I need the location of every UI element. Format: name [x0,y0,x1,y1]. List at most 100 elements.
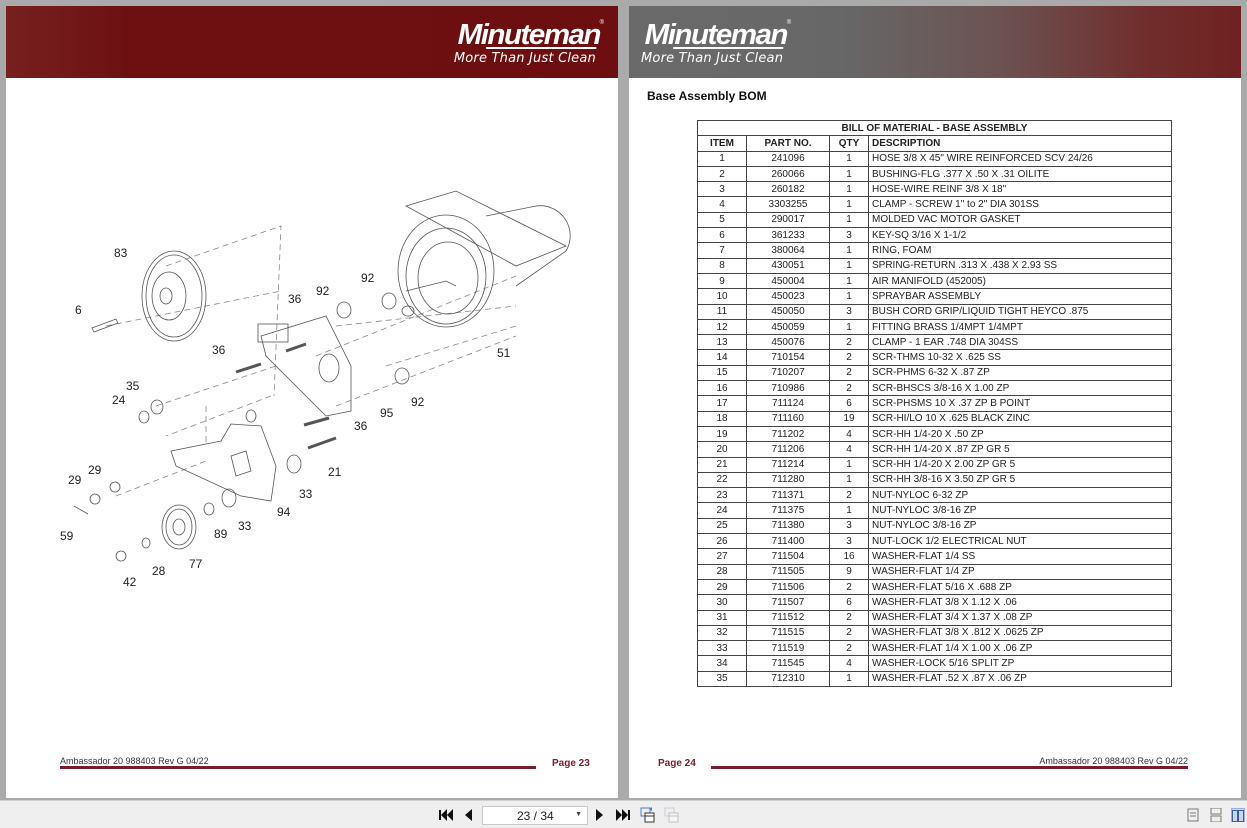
cell-qty: 3 [829,227,869,244]
cell-description: WASHER-LOCK 5/16 SPLIT ZP [868,655,1172,672]
previous-page-button[interactable] [462,807,474,823]
first-page-button[interactable] [438,807,454,823]
callout-89: 89 [214,527,228,541]
cell-description: NUT-NYLOC 6-32 ZP [868,487,1172,504]
callout-94: 94 [277,505,291,519]
logo-wordmark: Minuteman [644,19,789,51]
cell-qty: 1 [829,242,869,259]
cell-item: 23 [697,487,747,504]
cell-part-no: 711519 [746,640,830,657]
cell-qty: 3 [829,533,869,550]
cell-part-no: 260066 [746,165,830,183]
cell-qty: 2 [829,364,869,382]
header-banner: Minuteman® More Than Just Clean [629,6,1241,78]
cell-description: CLAMP - SCREW 1" to 2" DIA 301SS [868,196,1172,213]
cell-description: SCR-HH 1/4-20 X 2.00 ZP GR 5 [868,456,1172,473]
cell-description: WASHER-FLAT 1/4 ZP [868,563,1172,580]
previous-view-button[interactable] [639,807,657,823]
cell-qty: 4 [829,425,869,443]
exploded-diagram: 83 6 36 92 92 36 51 35 24 92 95 36 29 29… [46,176,586,596]
callout-35: 35 [126,379,140,393]
cell-part-no: 450004 [746,272,830,290]
footer-page-number: Page 24 [658,758,696,769]
minuteman-logo: Minuteman® More Than Just Clean [453,19,604,66]
continuous-view-button[interactable] [1210,807,1224,823]
cell-description: WASHER-FLAT 3/4 X 1.37 X .08 ZP [868,609,1172,626]
document-viewport[interactable]: Minuteman® More Than Just Clean [0,0,1247,800]
section-title: Base Assembly BOM [647,89,767,103]
callout-28: 28 [152,564,166,578]
cell-item: 26 [697,533,747,550]
column-header-qty: QTY [829,135,869,152]
cell-description: BUSHING-FLG .377 X .50 X .31 OILITE [868,165,1172,183]
next-page-button[interactable] [594,807,606,823]
cell-qty: 1 [829,257,869,274]
chevron-down-icon: ▼ [575,811,582,818]
cell-item: 6 [697,227,747,244]
callout-59: 59 [60,529,74,543]
callout-33: 33 [238,519,252,533]
callout-95: 95 [380,406,394,420]
cell-qty: 4 [829,441,869,458]
logo-tagline: More Than Just Clean [453,51,596,66]
cell-description: AIR MANIFOLD (452005) [868,272,1172,290]
cell-part-no: 711160 [746,410,830,427]
cell-item: 22 [697,471,747,489]
cell-qty: 1 [829,502,869,519]
pulley-83 [141,250,207,342]
cell-part-no: 380064 [746,242,830,259]
callout-83: 83 [114,246,128,260]
cell-description: WASHER-FLAT .52 X .87 X .06 ZP [868,670,1172,687]
cell-qty: 4 [829,655,869,672]
cell-item: 21 [697,456,747,473]
cell-item: 13 [697,334,747,351]
cell-part-no: 260182 [746,181,830,198]
cell-qty: 2 [829,624,869,642]
two-page-icon [1232,810,1244,822]
cell-item: 33 [697,640,747,657]
cell-item: 3 [697,181,747,198]
cell-item: 1 [697,150,747,167]
cell-qty: 2 [829,487,869,504]
cell-description: WASHER-FLAT 3/8 X 1.12 X .06 [868,594,1172,611]
cell-item: 11 [697,303,747,320]
cell-part-no: 711214 [746,456,830,473]
cell-description: NUT-LOCK 1/2 ELECTRICAL NUT [868,533,1172,550]
single-page-view-button[interactable] [1187,808,1201,822]
cell-item: 29 [697,578,747,596]
cell-item: 10 [697,288,747,305]
callout-33: 33 [299,487,313,501]
page-number-dropdown[interactable]: 23 / 34 ▼ [482,806,588,825]
cell-qty: 16 [829,548,869,565]
two-page-view-button[interactable] [1231,808,1245,822]
cell-qty: 1 [829,670,869,687]
cell-qty: 2 [829,334,869,351]
logo-tagline: More Than Just Clean [641,51,784,66]
cell-part-no: 3303255 [746,196,830,213]
cell-qty: 1 [829,272,869,290]
cell-item: 32 [697,624,747,642]
cell-description: HOSE-WIRE REINF 3/8 X 18" [868,181,1172,198]
motor-51 [397,190,571,328]
next-view-button[interactable] [663,807,681,823]
column-header-part-no: PART NO. [746,135,830,152]
cell-part-no: 450076 [746,334,830,351]
cell-description: SCR-HH 1/4-20 X .50 ZP [868,425,1172,443]
footer-rule [60,766,536,769]
last-page-button[interactable] [615,807,631,823]
cell-item: 9 [697,272,747,290]
